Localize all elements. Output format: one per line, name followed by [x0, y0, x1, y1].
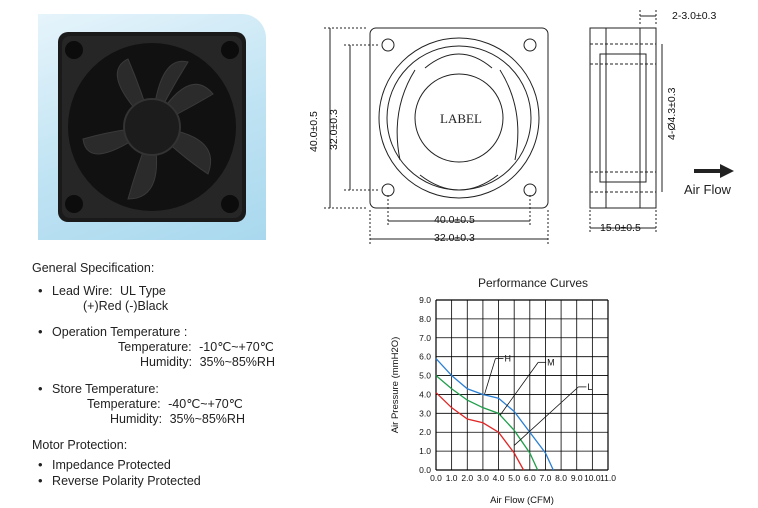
bullet-icon: •: [38, 283, 43, 298]
lead-wire-value: UL Type: [119, 284, 166, 298]
store-temp-row: Temperature: -40℃~+70℃: [87, 397, 243, 412]
store-humidity-label: Humidity:: [110, 412, 163, 426]
dim-top-tab: 2-3.0±0.3: [672, 10, 717, 22]
dim-depth: 15.0±0.5: [600, 222, 641, 234]
operation-humidity-label: Humidity:: [140, 355, 193, 369]
x-axis-label: Air Flow (CFM): [490, 495, 554, 506]
store-humidity-value: 35%~85%RH: [169, 412, 245, 426]
motor-item: • Reverse Polarity Protected: [38, 473, 201, 489]
y-tick-label: 0.0: [419, 465, 431, 475]
lead-wire-colors: (+)Red (-)Black: [83, 299, 169, 313]
operation-humidity-value: 35%~85%RH: [199, 355, 275, 369]
bullet-icon: •: [38, 381, 43, 396]
fan-label: LABEL: [440, 111, 482, 126]
x-tick-label: 9.0: [571, 473, 583, 483]
dim-holes: 4-Ø4.3±0.3: [666, 87, 678, 140]
series-label-l: L: [587, 382, 592, 392]
callout-line: [513, 386, 579, 446]
callout-line: [484, 358, 496, 395]
operation-humidity-row: Humidity: 35%~85%RH: [140, 355, 275, 370]
dim-width-inner: 40.0±0.5: [434, 214, 475, 226]
y-tick-label: 7.0: [419, 333, 431, 343]
operation-temp-value: -10℃~+70℃: [199, 340, 274, 354]
motor-item: • Impedance Protected: [38, 457, 171, 473]
y-tick-label: 2.0: [419, 427, 431, 437]
motor-item-label: Reverse Polarity Protected: [52, 474, 201, 488]
series-label-m: M: [547, 357, 555, 367]
front-view-drawing: [324, 27, 549, 244]
series-label-h: H: [504, 354, 511, 364]
airflow-label: Air Flow: [684, 182, 731, 197]
general-spec-title: General Specification:: [32, 261, 155, 275]
side-view-drawing: [589, 10, 663, 234]
x-tick-label: 11.0: [600, 473, 616, 483]
y-axis-label: Air Pressure (mmH2O): [390, 337, 401, 434]
x-tick-label: 6.0: [524, 473, 536, 483]
dim-width-outer: 32.0±0.3: [434, 232, 475, 244]
fan-photo-icon: [58, 32, 246, 222]
dim-height-inner: 32.0±0.3: [328, 109, 340, 150]
store-humidity-row: Humidity: 35%~85%RH: [110, 412, 245, 427]
operation-temp-row: Temperature: -10℃~+70℃: [118, 340, 274, 355]
y-tick-label: 5.0: [419, 371, 431, 381]
product-photo: [38, 14, 266, 240]
x-tick-label: 2.0: [461, 473, 473, 483]
y-tick-label: 1.0: [419, 446, 431, 456]
bullet-icon: •: [38, 324, 43, 339]
series-line-m: [435, 375, 539, 471]
chart-title: Performance Curves: [478, 276, 589, 290]
bullet-icon: •: [38, 457, 43, 472]
operation-title-row: • Operation Temperature :: [38, 324, 187, 340]
operation-temp-label: Temperature:: [118, 340, 192, 354]
store-temp-value: -40℃~+70℃: [168, 397, 243, 411]
x-tick-label: 1.0: [446, 473, 458, 483]
x-tick-label: 4.0: [493, 473, 505, 483]
x-tick-label: 3.0: [477, 473, 489, 483]
arrow-right-icon: [694, 164, 734, 178]
x-tick-label: 5.0: [508, 473, 520, 483]
y-tick-label: 6.0: [419, 352, 431, 362]
store-title: Store Temperature:: [52, 382, 159, 396]
y-tick-label: 9.0: [419, 295, 431, 305]
store-title-row: • Store Temperature:: [38, 381, 159, 397]
callout-line: [499, 362, 539, 416]
x-tick-label: 10.0: [584, 473, 601, 483]
motor-item-label: Impedance Protected: [52, 458, 171, 472]
operation-title: Operation Temperature :: [52, 325, 188, 339]
y-tick-label: 8.0: [419, 314, 431, 324]
motor-protection-title: Motor Protection:: [32, 438, 128, 452]
series-line-l: [435, 392, 525, 471]
x-tick-label: 0.0: [430, 473, 442, 483]
lead-wire-row: • Lead Wire: UL Type: [38, 283, 166, 299]
store-temp-label: Temperature:: [87, 397, 161, 411]
bullet-icon: •: [38, 473, 43, 488]
dim-height-outer: 40.0±0.5: [308, 111, 320, 152]
y-tick-label: 4.0: [419, 389, 431, 399]
y-tick-label: 3.0: [419, 408, 431, 418]
x-tick-label: 7.0: [540, 473, 552, 483]
lead-wire-label: Lead Wire:: [52, 284, 113, 298]
x-tick-label: 8.0: [555, 473, 567, 483]
